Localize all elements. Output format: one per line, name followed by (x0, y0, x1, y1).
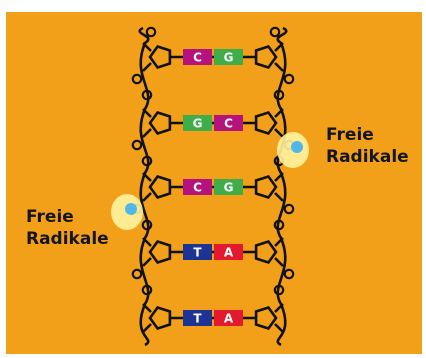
right-phosphate-chain (276, 26, 288, 347)
right-phosphate-oxygen-b-4 (273, 284, 285, 296)
left-free-radical (111, 194, 143, 230)
right-phosphate-oxygen-b-3 (273, 219, 285, 231)
left-link-lower-1 (142, 62, 152, 72)
left-link-1 (142, 42, 152, 52)
right-link-2 (274, 108, 284, 118)
left-link-4 (142, 237, 152, 247)
right-link-3 (274, 172, 284, 182)
right-link-1 (274, 42, 284, 52)
left-terminal-oxygen (145, 26, 157, 38)
right-phosphate-oxygen-a-1 (283, 73, 295, 85)
left-sugar-ring-2 (148, 110, 172, 136)
base-right-box-3 (214, 179, 243, 195)
right-free-radical-dot (291, 141, 303, 153)
base-right-letter-2: C (224, 117, 233, 131)
base-right-box-5 (214, 310, 243, 326)
left-phosphate-oxygen-b-1 (141, 89, 153, 101)
right-free-radical (277, 132, 309, 168)
left-radical-label-line1: Freie (26, 207, 74, 227)
right-radical-label-line1: Freie (326, 125, 374, 145)
base-right-letter-1: G (224, 51, 234, 65)
base-right-box-2 (214, 115, 243, 131)
right-link-lower-4 (274, 257, 284, 267)
base-right-letter-3: G (224, 181, 234, 195)
left-phosphate-oxygen-b-4 (141, 284, 153, 296)
left-link-5 (142, 303, 152, 313)
left-link-lower-5 (142, 323, 152, 333)
left-sugar-ring-4 (148, 239, 172, 265)
left-link-lower-4 (142, 257, 152, 267)
left-phosphate-oxygen-a-1 (131, 73, 143, 85)
base-right-box-4 (214, 244, 243, 260)
left-link-3 (142, 172, 152, 182)
left-phosphate-chain (138, 26, 150, 347)
left-sugar-ring-1 (148, 44, 172, 70)
left-phosphate-oxygen-b-2 (141, 155, 153, 167)
left-link-lower-3 (142, 192, 152, 202)
right-phosphate-oxygen-a-3 (283, 203, 295, 215)
base-left-box-1 (183, 49, 212, 65)
right-sugar-ring-5 (254, 305, 278, 331)
base-left-box-5 (183, 310, 212, 326)
left-link-2 (142, 108, 152, 118)
right-link-5 (274, 303, 284, 313)
base-left-box-3 (183, 179, 212, 195)
left-link-lower-2 (142, 128, 152, 138)
base-left-letter-2: G (193, 117, 203, 131)
left-sugar-ring-5 (148, 305, 172, 331)
base-left-letter-3: C (193, 181, 202, 195)
left-radical-label-line2: Radikale (26, 229, 109, 249)
base-left-letter-4: T (193, 246, 202, 260)
right-phosphate-oxygen-a-4 (283, 268, 295, 280)
right-sugar-ring-3 (254, 174, 278, 200)
left-phosphate-oxygen-b-3 (141, 219, 153, 231)
right-link-lower-5 (274, 323, 284, 333)
left-sugar-ring-3 (148, 174, 172, 200)
free-radicals (111, 132, 309, 230)
base-right-letter-4: A (224, 246, 234, 260)
right-sugar-ring-2 (254, 110, 278, 136)
left-free-radical-dot (125, 203, 137, 215)
left-phosphate-oxygen-a-4 (131, 268, 143, 280)
right-sugar-ring-4 (254, 239, 278, 265)
base-left-letter-1: C (193, 51, 202, 65)
right-sugar-ring-1 (254, 44, 278, 70)
right-link-lower-2 (274, 128, 284, 138)
left-phosphate-oxygen-a-2 (131, 139, 143, 151)
right-link-lower-1 (274, 62, 284, 72)
base-left-letter-5: T (193, 312, 202, 326)
right-link-4 (274, 237, 284, 247)
right-link-lower-3 (274, 192, 284, 202)
right-phosphate-oxygen-b-1 (273, 89, 285, 101)
right-radical-label-line2: Radikale (326, 147, 409, 167)
right-terminal-oxygen (269, 26, 281, 38)
base-left-box-2 (183, 115, 212, 131)
dna-backbone (131, 26, 295, 347)
base-right-box-1 (214, 49, 243, 65)
base-right-letter-5: A (224, 312, 234, 326)
base-left-box-4 (183, 244, 212, 260)
